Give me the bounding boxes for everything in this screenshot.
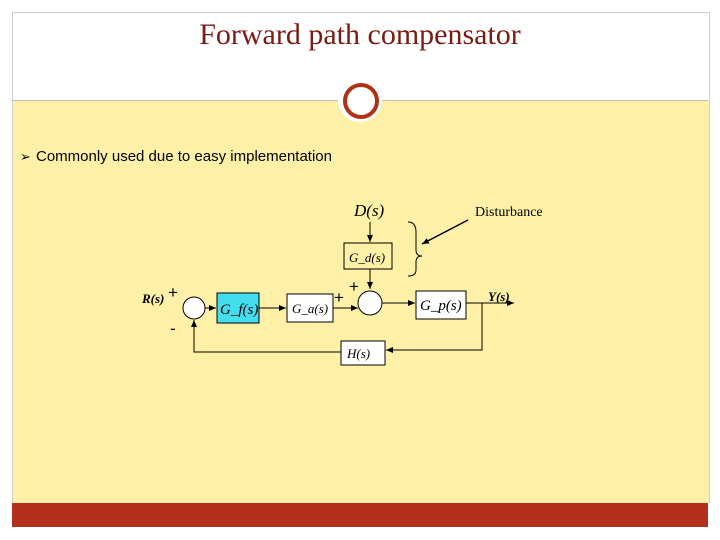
slide-title: Forward path compensator	[199, 18, 521, 51]
disturbance-brace	[407, 221, 423, 277]
feedback-return-line	[191, 320, 341, 353]
compensator-block	[216, 292, 260, 324]
disturbance-summing-junction	[357, 290, 383, 316]
bullet-text: Commonly used due to easy implementation	[36, 148, 332, 165]
output-label: Y(s)	[488, 289, 510, 304]
feedback-forward-line	[386, 303, 483, 353]
bullet-point: ➢ Commonly used due to easy implementatio…	[20, 148, 332, 165]
plant-block	[415, 290, 467, 320]
disturbance-pointer-arrow	[421, 219, 469, 245]
actuator-label: G_a(s)	[292, 301, 328, 316]
ring-icon	[343, 83, 379, 119]
actuator-plus-sign: +	[334, 288, 344, 307]
arrow-bullet-icon: ➢	[20, 150, 31, 165]
feedback-minus-sign: -	[170, 319, 176, 338]
compensator-label: G_f(s)	[220, 302, 258, 318]
footer-bar	[12, 503, 708, 527]
disturbance-tf-label: G_d(s)	[349, 250, 385, 265]
disturbance-signal: D(s)	[353, 201, 385, 220]
input-label: R(s)	[141, 291, 164, 306]
disturbance-label: Disturbance	[475, 205, 543, 220]
feedback-label: H(s)	[346, 346, 370, 361]
disturbance-plus-sign: +	[349, 277, 359, 296]
feedback-block	[340, 340, 386, 366]
plant-label: G_p(s)	[420, 298, 462, 314]
input-summing-junction	[182, 296, 206, 320]
disturbance-tf-block	[343, 242, 393, 270]
input-plus-sign: +	[168, 283, 178, 302]
